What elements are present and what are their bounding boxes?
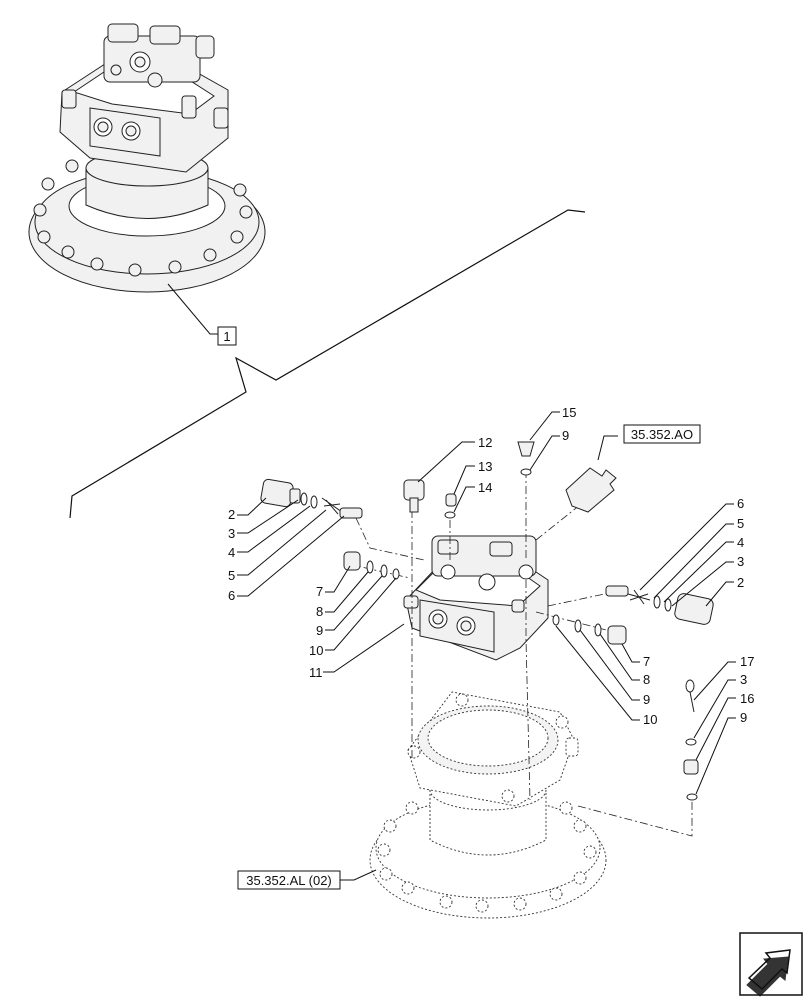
drain-fittings [683, 679, 699, 801]
callout-6-left: 6 [228, 588, 235, 603]
callout-14: 14 [478, 480, 492, 495]
callout-11: 11 [309, 665, 323, 680]
callout-13: 13 [478, 459, 492, 474]
housing-flange-bolts [377, 801, 597, 913]
callout-7-left: 7 [316, 584, 323, 599]
callout-3-drain: 3 [740, 672, 747, 687]
next-page-arrow-icon[interactable] [739, 932, 803, 997]
assembled-swing-motor-illustration [28, 23, 266, 293]
callout-10-right: 10 [643, 712, 657, 727]
left-check-valve-set [343, 551, 400, 580]
callout-7-right: 7 [643, 654, 650, 669]
callout-labels: 2 3 4 5 6 7 8 9 10 11 12 13 14 15 9 6 5 … [228, 405, 754, 727]
callout-17: 17 [740, 654, 754, 669]
callout-5-left: 5 [228, 568, 235, 583]
top-fasteners [403, 441, 617, 519]
callout-16: 16 [740, 691, 754, 706]
leader-lines [237, 411, 736, 881]
callout-3-right: 3 [737, 554, 744, 569]
item-box: 1 [217, 326, 237, 346]
callout-2-left: 2 [228, 507, 235, 522]
callout-9-drain: 9 [740, 710, 747, 725]
callout-15: 15 [562, 405, 576, 420]
right-relief-valve-set [605, 585, 714, 625]
callout-8-left: 8 [316, 604, 323, 619]
callout-2-right: 2 [737, 575, 744, 590]
callout-6-right: 6 [737, 496, 744, 511]
callout-4-left: 4 [228, 545, 235, 560]
reference-ao-label: 35.352.AO [631, 427, 693, 442]
reference-ao[interactable]: 35.352.AO [623, 424, 701, 444]
valve-block [403, 535, 549, 661]
callout-8-right: 8 [643, 672, 650, 687]
motor-housing-phantom [369, 691, 607, 919]
right-check-valve-set [552, 614, 627, 645]
reference-al[interactable]: 35.352.AL (02) [237, 870, 341, 890]
callout-12: 12 [478, 435, 492, 450]
callout-9-left: 9 [316, 623, 323, 638]
item-box-label: 1 [223, 329, 230, 344]
reference-al-label: 35.352.AL (02) [246, 873, 332, 888]
flange-bolts [33, 159, 253, 277]
section-break-line [69, 209, 586, 519]
callout-9-top: 9 [562, 428, 569, 443]
left-relief-valve-set [260, 478, 363, 519]
callout-5-right: 5 [737, 516, 744, 531]
callout-4-right: 4 [737, 535, 744, 550]
callout-9-right: 9 [643, 692, 650, 707]
callout-10-left: 10 [309, 643, 323, 658]
callout-3-left: 3 [228, 526, 235, 541]
